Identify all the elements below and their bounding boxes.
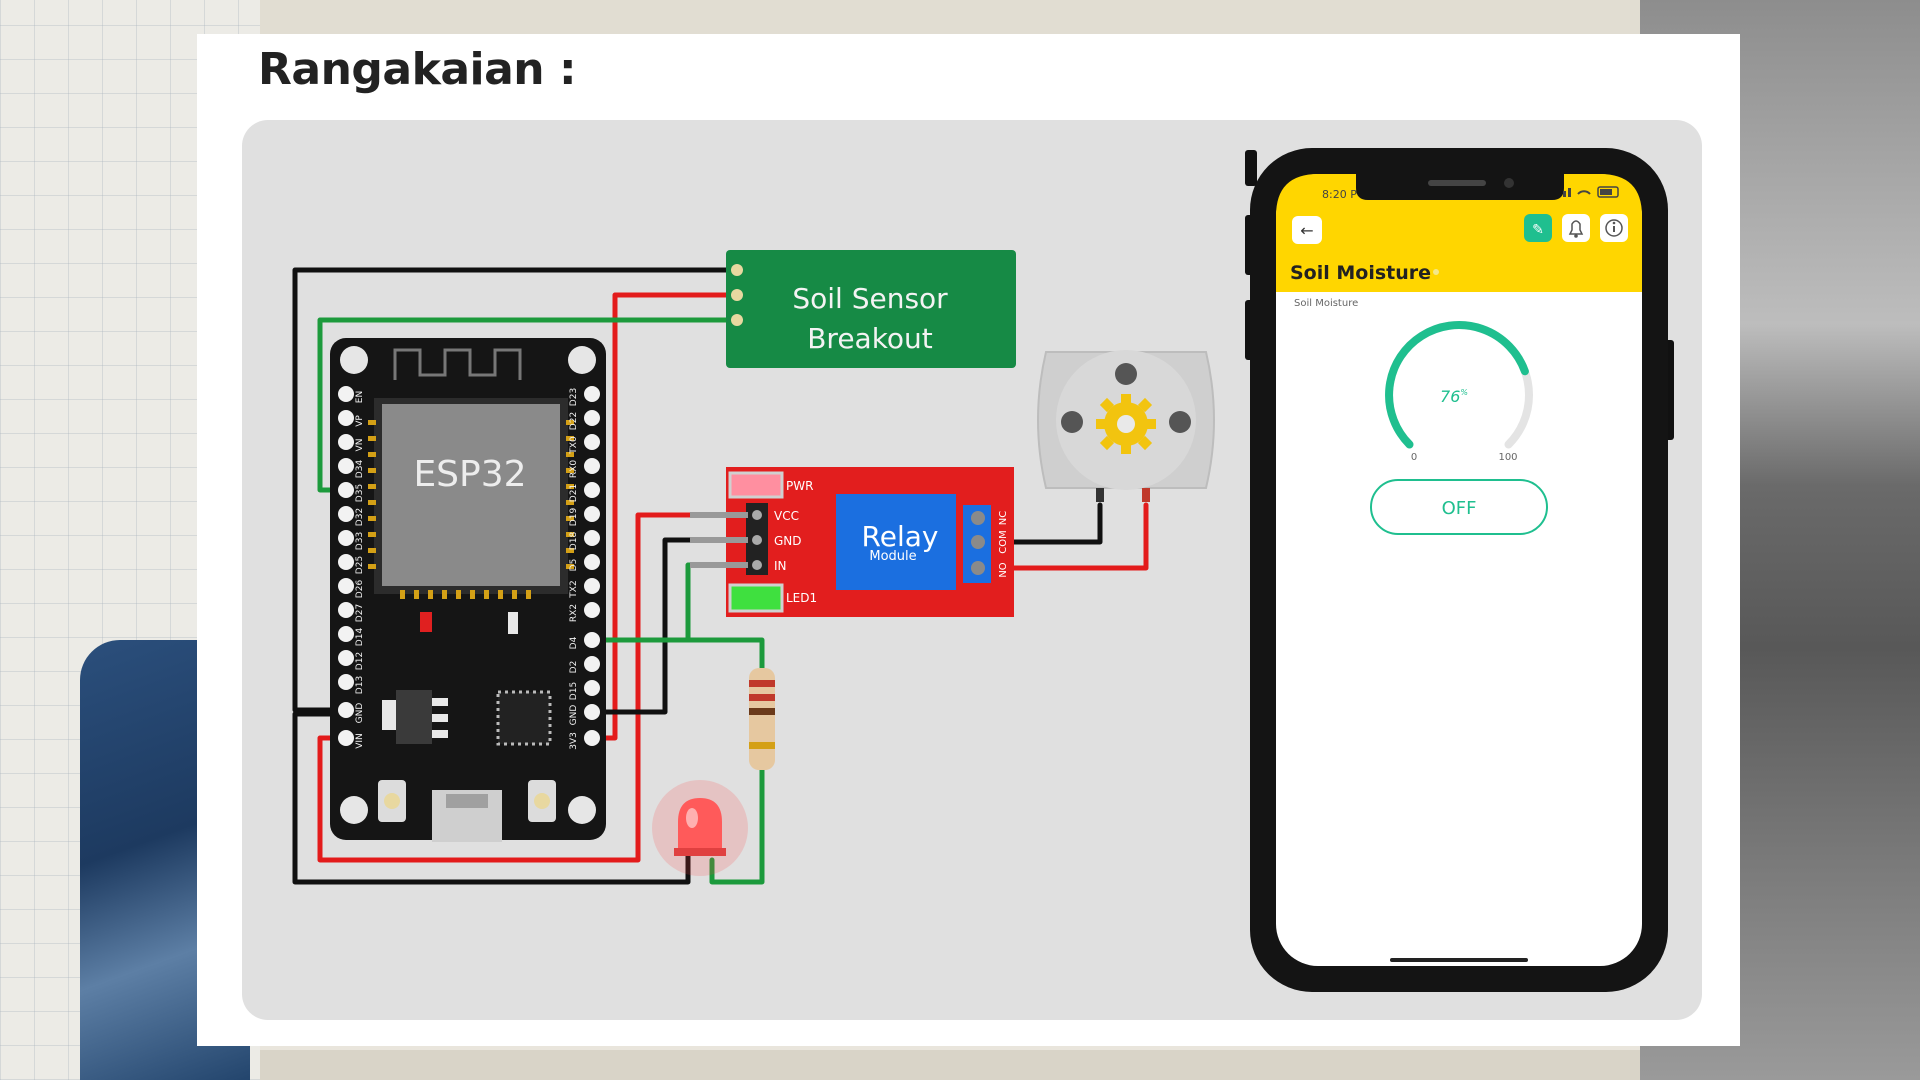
esp32-pin-label: D21 — [569, 484, 579, 502]
app-header-title: Soil Moisture — [1290, 262, 1431, 284]
wrench-button[interactable]: ✎ — [1524, 214, 1552, 242]
esp32-pin-label: GND — [569, 705, 579, 726]
background-paper-strip-bottom — [260, 1050, 1640, 1080]
esp32-pin-label: D35 — [355, 484, 365, 502]
relay-pwr-led — [728, 471, 784, 499]
esp32-onboard-led — [420, 612, 432, 632]
info-icon — [1605, 219, 1623, 237]
relay-label: Relay — [862, 520, 939, 553]
esp32-pin-label: D2 — [569, 661, 579, 674]
esp32-pin-label: D32 — [355, 508, 365, 526]
wire-green-resistor — [589, 637, 765, 671]
app-header-bar — [1276, 174, 1642, 292]
relay-pin-in-label: IN — [774, 559, 787, 573]
bell-icon — [1568, 220, 1584, 235]
esp32-pin-holes — [338, 386, 600, 746]
esp32-pin-label: D5 — [569, 559, 579, 572]
gauge-fill — [1385, 321, 1529, 449]
relay-pin-gnd-label: GND — [774, 534, 802, 548]
relay-toggle-button[interactable]: OFF — [1370, 479, 1548, 535]
esp32-pin-label: D23 — [569, 388, 579, 406]
esp32-pin-label: D15 — [569, 682, 579, 700]
esp32-pin-label: D25 — [355, 556, 365, 574]
esp32-pin-label: VP — [355, 415, 365, 427]
relay-sublabel: Module — [869, 549, 916, 564]
esp32-pin-label: D4 — [569, 636, 579, 649]
esp32-pin-label: D18 — [569, 532, 579, 551]
esp32-label: ESP32 — [413, 454, 526, 495]
soil-moisture-gauge: 76% 0 100 — [1385, 321, 1533, 463]
esp32-pin-label: TX0 — [569, 436, 579, 455]
relay-module: PWR VCC GND IN LED1 Relay Module NC COM … — [690, 467, 1014, 617]
wire-green-led — [709, 767, 765, 885]
red-led — [652, 780, 748, 876]
dc-motor — [1037, 350, 1215, 502]
relay-terminal-com-label: COM — [998, 530, 1009, 553]
resistor — [749, 668, 775, 770]
esp32-pin-label: D26 — [355, 580, 365, 599]
esp32-pin-label: GND — [355, 703, 365, 724]
back-arrow-icon: ← — [1300, 221, 1313, 240]
back-button[interactable]: ← — [1292, 216, 1322, 244]
gauge-min-label: 0 — [1411, 452, 1417, 463]
esp32-pin-label: VIN — [355, 733, 365, 749]
info-button[interactable] — [1600, 214, 1628, 242]
status-icons — [1563, 186, 1619, 198]
wire-black-ground-loop — [292, 711, 691, 885]
online-status-dot — [1433, 269, 1439, 275]
relay-terminal-no-label: NO — [998, 562, 1009, 577]
esp32-pin-label: TX2 — [569, 580, 579, 598]
soil-sensor-label-line2: Breakout — [807, 322, 933, 355]
esp32-pin-label: D19 — [569, 508, 579, 527]
esp32-board: ESP32 EN VP VN D34 D35 — [330, 338, 606, 842]
soil-sensor-label-line1: Soil Sensor — [792, 282, 948, 315]
esp32-pin-label: D27 — [355, 604, 365, 622]
relay-terminal-nc-label: NC — [998, 511, 1009, 525]
notification-button[interactable] — [1562, 214, 1590, 242]
wire-red-vin-loop — [317, 512, 735, 863]
relay-toggle-label: OFF — [1442, 498, 1477, 519]
esp32-pin-label: RX0 — [569, 460, 579, 478]
page-title: Rangakaian : — [258, 44, 577, 95]
esp32-pin-label: D33 — [355, 532, 365, 550]
gauge-max-label: 100 — [1498, 452, 1517, 463]
esp32-pin-label: EN — [355, 391, 365, 403]
esp32-pin-label: D12 — [355, 652, 365, 670]
esp32-pin-label: 3V3 — [569, 732, 579, 750]
wire-red-motor — [975, 502, 1149, 571]
gauge-widget-label: Soil Moisture — [1294, 298, 1358, 309]
wire-black-motor — [975, 502, 1103, 545]
wire-black-sensor-gnd — [292, 267, 740, 713]
relay-led1-label: LED1 — [786, 591, 817, 605]
relay-led1 — [728, 583, 784, 613]
esp32-pin-label: D22 — [569, 412, 579, 430]
soil-sensor-breakout: Soil Sensor Breakout — [726, 250, 1016, 368]
relay-pwr-label: PWR — [786, 479, 813, 493]
esp32-pin-label: D34 — [355, 460, 365, 479]
esp32-pin-label: D14 — [355, 628, 365, 647]
background-paper-strip-top — [260, 0, 1640, 40]
wrench-icon: ✎ — [1532, 222, 1544, 238]
status-time: 8:20 P — [1322, 188, 1357, 201]
esp32-pin-label: RX2 — [569, 604, 579, 622]
home-indicator — [1390, 958, 1528, 962]
esp32-pin-label: VN — [355, 439, 365, 452]
gauge-value: 76% — [1440, 387, 1468, 406]
phone-mockup: 8:20 P ← ✎ Soil Moisture So — [1245, 148, 1674, 992]
relay-pin-vcc-label: VCC — [774, 509, 799, 523]
esp32-pin-label: D13 — [355, 676, 365, 694]
